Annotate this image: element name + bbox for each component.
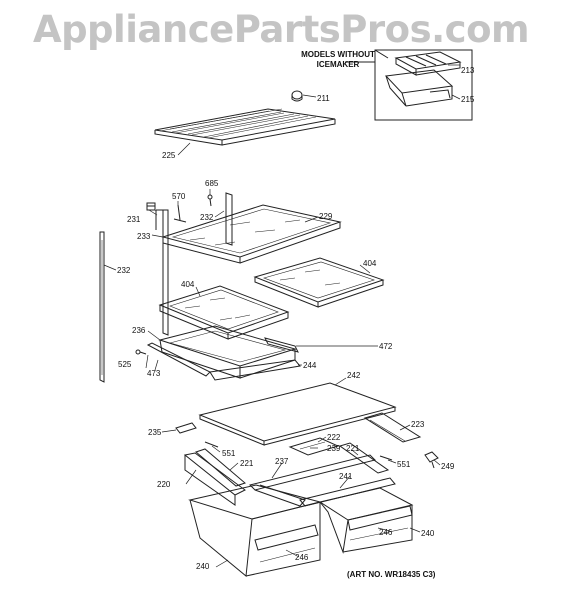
callout-551-right: 551 <box>397 460 411 469</box>
callout-570: 570 <box>172 192 186 201</box>
callout-241: 241 <box>339 472 353 481</box>
callout-685: 685 <box>205 179 219 188</box>
glass-shelf-part-229 <box>161 204 342 264</box>
crisper-handle-left-part-246 <box>254 524 319 563</box>
bracket-part-220 <box>183 452 246 506</box>
callout-249: 249 <box>441 462 455 471</box>
glass-shelf-part-404-right <box>253 257 385 308</box>
cover-glass-part-242 <box>198 382 397 446</box>
screw-part-551-right <box>379 455 393 461</box>
callout-232-rail: 232 <box>117 266 131 275</box>
callout-225: 225 <box>162 151 176 160</box>
knob-part-211 <box>291 90 303 102</box>
inset-title: MODELS WITHOUT ICEMAKER <box>288 50 388 70</box>
callout-223: 223 <box>411 420 425 429</box>
callout-221-left: 221 <box>240 459 254 468</box>
inset-title-line1: MODELS WITHOUT <box>301 50 375 59</box>
art-number: (ART NO. WR18435 C3) <box>347 570 436 579</box>
ice-bin-part-215 <box>384 69 454 107</box>
callout-472: 472 <box>379 342 393 351</box>
clip-part-231 <box>146 202 156 211</box>
callout-232-upper: 232 <box>200 213 214 222</box>
callout-220: 220 <box>157 480 171 489</box>
shelf-bracket-column <box>155 209 169 336</box>
leader-lines <box>103 64 461 568</box>
frame-part-237 <box>249 454 376 507</box>
callout-240-left: 240 <box>196 562 210 571</box>
callout-213: 213 <box>461 66 475 75</box>
screw-part-525 <box>135 349 147 355</box>
rail-part-232-center <box>225 192 233 246</box>
callout-244: 244 <box>303 361 317 370</box>
glass-shelf-part-404-left <box>158 285 290 340</box>
callout-404-right: 404 <box>363 259 377 268</box>
watermark: AppliancePartsPros.com <box>32 8 530 51</box>
inset-title-line2: ICEMAKER <box>316 60 360 69</box>
callout-222: 222 <box>327 433 341 442</box>
callout-211: 211 <box>317 94 330 103</box>
frame-part-241 <box>299 477 396 507</box>
screw-part-685 <box>207 194 213 207</box>
support-part-223 <box>363 412 422 443</box>
callout-246-left: 246 <box>295 553 309 562</box>
callout-233: 233 <box>137 232 151 241</box>
callout-242: 242 <box>347 371 361 380</box>
snack-pan-assembly <box>146 325 301 381</box>
screw-part-551-left <box>204 441 219 448</box>
callout-404-left: 404 <box>181 280 195 289</box>
callout-221-right: 221 <box>346 444 360 453</box>
callout-237: 237 <box>275 457 289 466</box>
callout-240-right: 240 <box>421 529 435 538</box>
callout-551-left: 551 <box>222 449 236 458</box>
callout-235: 235 <box>148 428 162 437</box>
callout-239: 239 <box>327 444 341 453</box>
callout-525: 525 <box>118 360 132 369</box>
crisper-handle-right-part-246 <box>347 505 413 541</box>
callout-215: 215 <box>461 95 475 104</box>
ice-tray-part-213 <box>394 51 462 76</box>
callout-236: 236 <box>132 326 146 335</box>
callout-231: 231 <box>127 215 141 224</box>
crisper-drawer-right-part-240 <box>318 487 414 554</box>
wire-shelf-part-225 <box>154 108 336 146</box>
callout-473: 473 <box>147 369 161 378</box>
bolt-part-570 <box>173 204 187 223</box>
slide-part-221-right <box>338 442 390 474</box>
rail-part-232-left <box>99 231 105 383</box>
inset-box <box>345 49 473 121</box>
bracket-part-249 <box>424 451 439 469</box>
support-part-235 <box>175 422 197 434</box>
frame-part-222-239 <box>288 437 340 456</box>
slide-part-221-left <box>195 448 246 487</box>
callout-229: 229 <box>319 212 333 221</box>
callout-246-right: 246 <box>379 528 393 537</box>
